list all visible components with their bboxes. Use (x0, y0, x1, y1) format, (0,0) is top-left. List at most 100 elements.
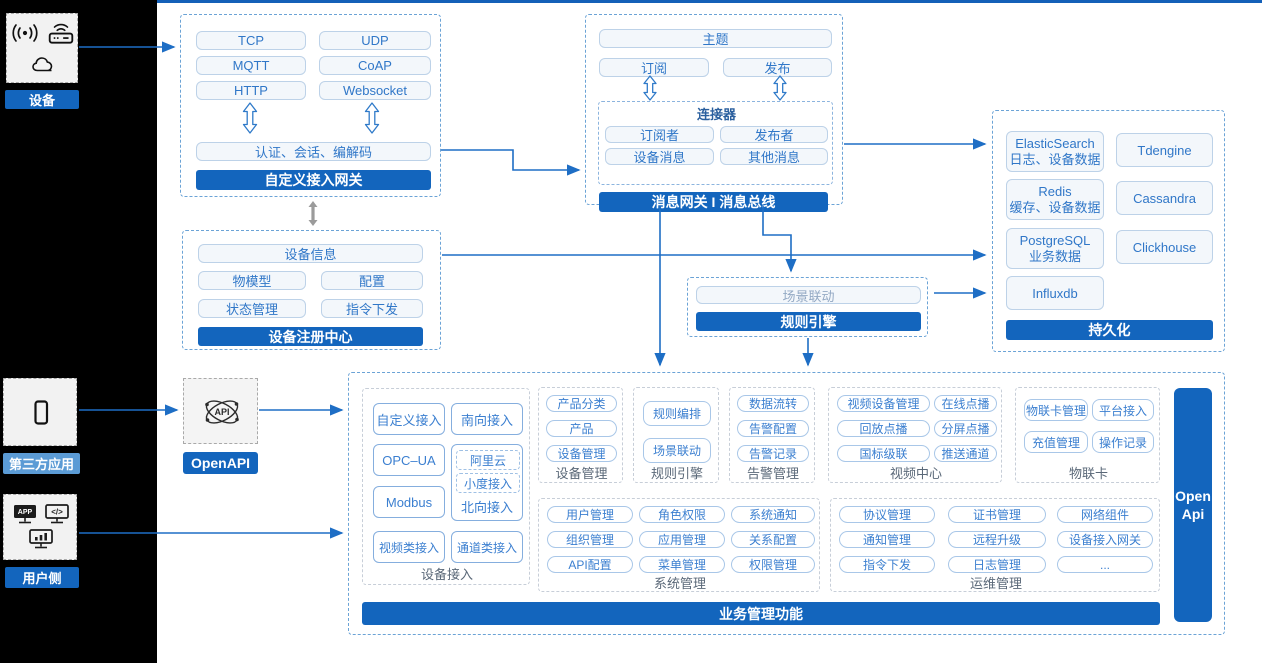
device-access-gateway: 设备接入网关 (1057, 531, 1153, 548)
cloud-icon (32, 57, 53, 72)
video-device-mgmt: 视频设备管理 (837, 395, 930, 412)
protocol-mgmt: 协议管理 (839, 506, 935, 523)
connector-box: 连接器 订阅者 发布者 设备消息 其他消息 (598, 101, 833, 185)
gb-cascade: 国标级联 (837, 445, 930, 462)
channel-access: 通道类接入 (451, 531, 523, 563)
device-message-pill: 设备消息 (605, 148, 714, 165)
business-title-bar: 业务管理功能 (362, 602, 1160, 625)
playback: 回放点播 (837, 420, 930, 437)
app-mgmt: 应用管理 (639, 531, 725, 548)
protocol-mqtt: MQTT (196, 56, 306, 75)
rule-box: 场景联动 规则引擎 (687, 277, 928, 337)
registry-box: 设备信息 物模型 配置 状态管理 指令下发 设备注册中心 (182, 230, 441, 350)
publish-pill: 发布 (723, 58, 832, 77)
code-window-icon: </> (45, 504, 69, 524)
iotcard-mgmt: 物联卡管理 (1024, 399, 1088, 421)
rules-label: 规则引擎 (650, 465, 703, 481)
user-label: 用户侧 (5, 567, 79, 588)
top-accent-line (157, 0, 1262, 3)
ops-group: 协议管理 证书管理 网络组件 通知管理 远程升级 设备接入网关 指令下发 日志管… (830, 498, 1160, 592)
relation-config: 关系配置 (731, 531, 815, 548)
scene-linkage-pill: 场景联动 (696, 286, 921, 304)
phone-icon (34, 400, 49, 425)
operation-record: 操作记录 (1092, 431, 1154, 453)
menu-mgmt: 菜单管理 (639, 556, 725, 573)
device-label: 设备 (5, 90, 79, 109)
remote-upgrade: 远程升级 (948, 531, 1046, 548)
user-mgmt: 用户管理 (547, 506, 633, 523)
router-icon (48, 23, 74, 44)
rules-group: 规则编排 场景联动 规则引擎 (633, 387, 719, 483)
iotcard-group: 物联卡管理 平台接入 充值管理 操作记录 物联卡 (1015, 387, 1160, 483)
split-screen-play: 分屏点播 (934, 420, 997, 437)
cert-mgmt: 证书管理 (948, 506, 1046, 523)
signal-icon (12, 24, 38, 42)
alarm-record: 告警记录 (737, 445, 809, 462)
video-access: 视频类接入 (373, 531, 445, 563)
rule-orchestration: 规则编排 (643, 401, 711, 426)
scene-linkage: 场景联动 (643, 438, 711, 463)
protocol-udp: UDP (319, 31, 431, 50)
publisher-pill: 发布者 (720, 126, 828, 143)
alarm-config: 告警配置 (737, 420, 809, 437)
north-access-group: 阿里云 小度接入 北向接入 (451, 444, 523, 521)
svg-text:</>: </> (51, 508, 63, 517)
platform-access: 平台接入 (1092, 399, 1154, 421)
device-access-group: 自定义接入 南向接入 OPC–UA 阿里云 小度接入 北向接入 Modbus 视… (362, 388, 530, 585)
alarm-group: 数据流转 告警配置 告警记录 告警管理 (729, 387, 815, 483)
system-label: 系统管理 (653, 575, 706, 591)
command-pill: 指令下发 (321, 299, 423, 318)
subscriber-pill: 订阅者 (605, 126, 714, 143)
video-label: 视频中心 (889, 465, 942, 481)
push-channel: 推送通道 (934, 445, 997, 462)
product: 产品 (546, 420, 617, 437)
protocol-tcp: TCP (196, 31, 306, 50)
clickhouse-pill: Clickhouse (1116, 230, 1213, 264)
connector-title: 连接器 (696, 106, 736, 122)
openapi-icon-box: API (183, 378, 258, 444)
open-api-vertical-bar: Open Api (1174, 388, 1212, 622)
system-notice: 系统通知 (731, 506, 815, 523)
app-window-icon: APP (14, 505, 36, 524)
message-title-bar: 消息网关 I 消息总线 (599, 192, 828, 212)
persistence-title-bar: 持久化 (1006, 320, 1213, 340)
gateway-title-bar: 自定义接入网关 (196, 170, 431, 190)
opc-ua: OPC–UA (373, 444, 445, 476)
permission-mgmt: 权限管理 (731, 556, 815, 573)
user-icon-box: APP </> (3, 494, 77, 560)
notice-mgmt: 通知管理 (839, 531, 935, 548)
devmgmt-group: 产品分类 产品 设备管理 设备管理 (538, 387, 623, 483)
video-group: 视频设备管理 在线点播 回放点播 分屏点播 国标级联 推送通道 视频中心 (828, 387, 1002, 483)
command-dispatch: 指令下发 (839, 556, 935, 573)
auth-session-codec: 认证、会话、编解码 (196, 142, 431, 161)
north-access-label: 北向接入 (460, 500, 513, 515)
protocol-coap: CoAP (319, 56, 431, 75)
modbus: Modbus (373, 486, 445, 518)
data-flow: 数据流转 (737, 395, 809, 412)
cassandra-pill: Cassandra (1116, 181, 1213, 215)
devmgmt-label: 设备管理 (555, 465, 608, 481)
device-access-label: 设备接入 (420, 567, 473, 582)
topic-pill: 主题 (599, 29, 832, 48)
device-info-pill: 设备信息 (198, 244, 423, 263)
api-config: API配置 (547, 556, 633, 573)
system-group: 用户管理 角色权限 系统通知 组织管理 应用管理 关系配置 API配置 菜单管理… (538, 498, 820, 592)
xiaodu-access: 小度接入 (456, 473, 520, 493)
tdengine-pill: Tdengine (1116, 133, 1213, 167)
other-message-pill: 其他消息 (720, 148, 828, 165)
role-permission: 角色权限 (639, 506, 725, 523)
config-pill: 配置 (321, 271, 423, 290)
recharge-mgmt: 充值管理 (1024, 431, 1088, 453)
device-mgmt: 设备管理 (546, 445, 617, 462)
chart-window-icon (29, 529, 53, 549)
network-component: 网络组件 (1057, 506, 1153, 523)
ops-label: 运维管理 (969, 575, 1022, 591)
ops-more: ... (1057, 556, 1153, 573)
thing-model-pill: 物模型 (198, 271, 306, 290)
product-category: 产品分类 (546, 395, 617, 412)
org-mgmt: 组织管理 (547, 531, 633, 548)
